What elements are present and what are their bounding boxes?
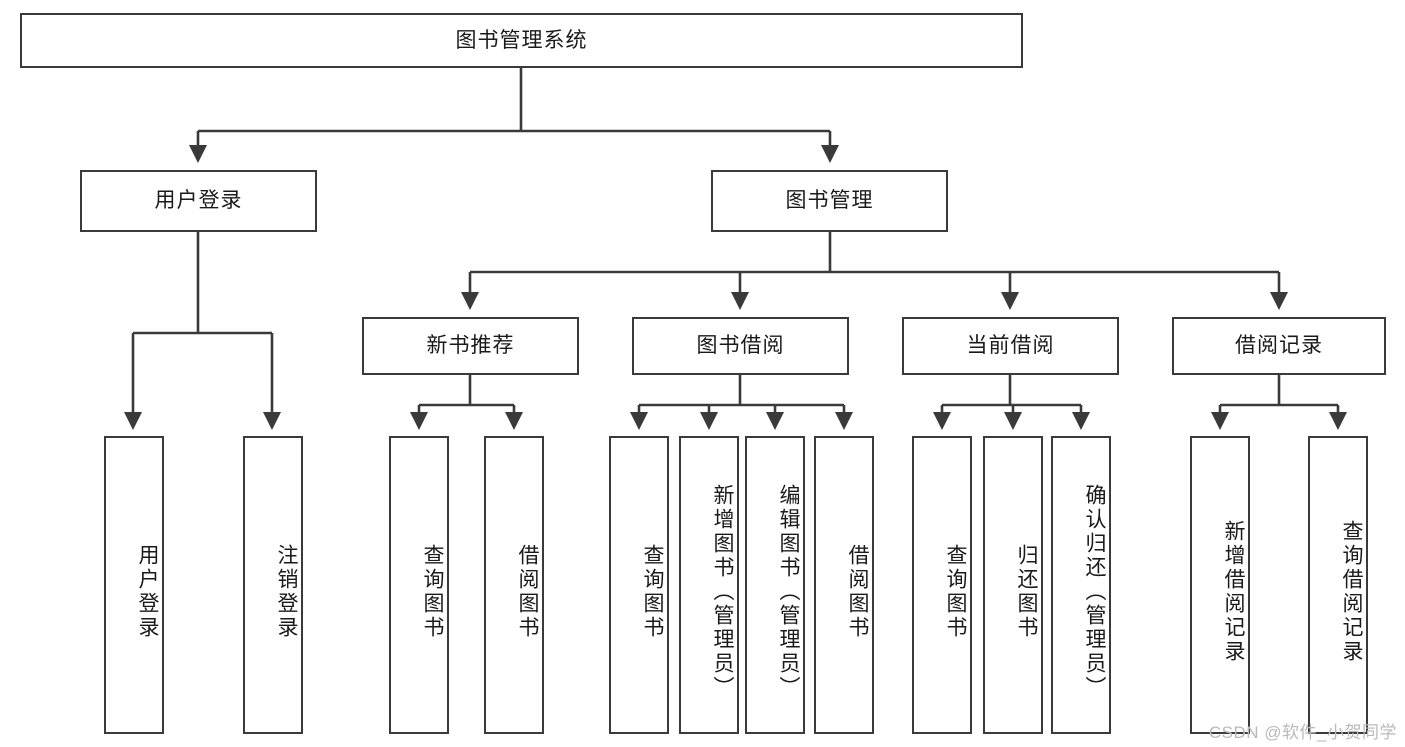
node-leaf-borrow-add[interactable]: 新增图书（管理员） <box>679 436 739 734</box>
node-l2-records[interactable]: 借阅记录 <box>1172 317 1386 375</box>
node-leaf-borrow-query[interactable]: 查询图书 <box>609 436 669 734</box>
node-leaf-user-logout[interactable]: 注销登录 <box>243 436 303 734</box>
node-label: 编辑图书（管理员） <box>777 484 800 700</box>
node-label: 查询图书 <box>641 544 664 640</box>
node-leaf-rec-add[interactable]: 新增借阅记录 <box>1190 436 1250 734</box>
csdn-watermark: CSDN @软件_小贺同学 <box>1208 723 1397 742</box>
node-label: 新增借阅记录 <box>1222 520 1245 664</box>
node-leaf-cur-confirm[interactable]: 确认归还（管理员） <box>1051 436 1111 734</box>
node-label: 归还图书 <box>1015 544 1038 640</box>
node-label: 图书借阅 <box>696 334 785 358</box>
node-label: 图书管理 <box>785 189 874 213</box>
node-label: 用户登录 <box>154 189 243 213</box>
node-label: 借阅图书 <box>846 544 869 640</box>
node-label: 用户登录 <box>136 544 159 640</box>
node-leaf-user-login[interactable]: 用户登录 <box>104 436 164 734</box>
node-label: 借阅图书 <box>516 544 539 640</box>
node-l2-borrow[interactable]: 图书借阅 <box>632 317 849 375</box>
node-label: 新书推荐 <box>426 334 515 358</box>
node-leaf-rec-borrow[interactable]: 借阅图书 <box>484 436 544 734</box>
node-leaf-rec-search[interactable]: 查询借阅记录 <box>1308 436 1368 734</box>
node-leaf-borrow-do[interactable]: 借阅图书 <box>814 436 874 734</box>
node-leaf-cur-return[interactable]: 归还图书 <box>983 436 1043 734</box>
node-l1-book-mgmt[interactable]: 图书管理 <box>711 170 948 232</box>
node-label: 查询图书 <box>944 544 967 640</box>
node-label: 图书管理系统 <box>455 28 588 52</box>
node-label: 当前借阅 <box>966 334 1055 358</box>
node-root[interactable]: 图书管理系统 <box>20 13 1023 68</box>
node-l2-new-book-rec[interactable]: 新书推荐 <box>362 317 579 375</box>
node-leaf-cur-query[interactable]: 查询图书 <box>912 436 972 734</box>
node-l2-current[interactable]: 当前借阅 <box>902 317 1119 375</box>
node-label: 借阅记录 <box>1235 334 1323 358</box>
node-l1-user-login[interactable]: 用户登录 <box>80 170 317 232</box>
node-leaf-rec-query[interactable]: 查询图书 <box>389 436 449 734</box>
node-label: 查询借阅记录 <box>1340 520 1363 664</box>
node-label: 确认归还（管理员） <box>1083 484 1106 700</box>
node-leaf-borrow-edit[interactable]: 编辑图书（管理员） <box>745 436 805 734</box>
node-label: 查询图书 <box>421 544 444 640</box>
node-label: 注销登录 <box>275 544 298 640</box>
node-label: 新增图书（管理员） <box>711 484 734 700</box>
